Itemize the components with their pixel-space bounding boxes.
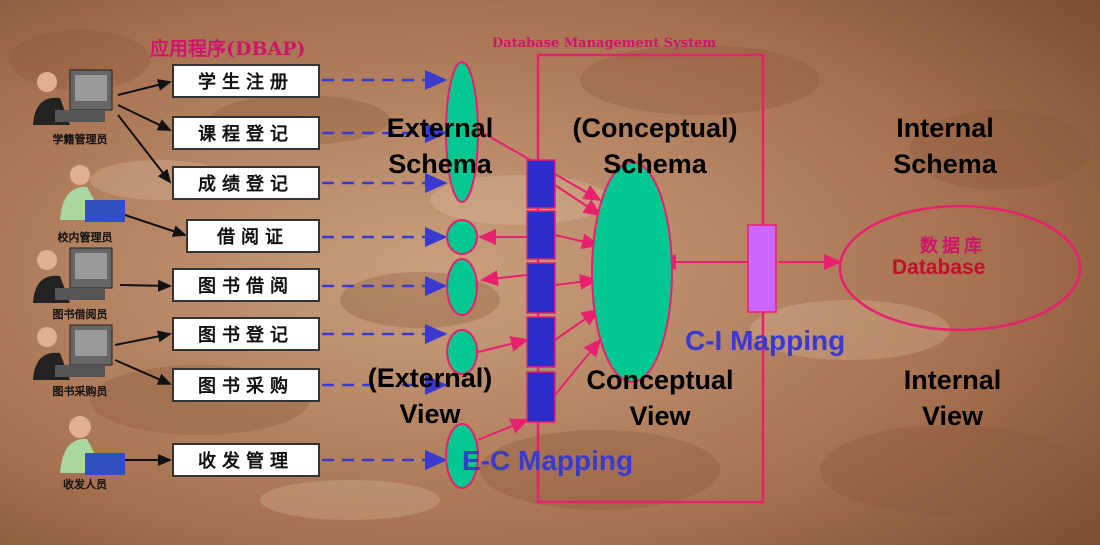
app-box: 借阅证	[186, 219, 320, 253]
external-view-label: (External)View	[367, 363, 493, 429]
app-box: 学生注册	[172, 64, 320, 98]
role-label: 校内管理员	[57, 231, 113, 244]
conceptual-schema-label: (Conceptual)Schema	[572, 113, 738, 179]
app-box: 图书登记	[172, 317, 320, 351]
user-icons	[33, 69, 125, 475]
laptop-user-icon	[60, 416, 125, 475]
laptop-user-icon	[60, 165, 125, 222]
database-en-label: Database	[892, 256, 986, 279]
app-box: 图书借阅	[172, 268, 320, 302]
ec-mapping-label: E-C Mapping	[462, 445, 634, 476]
computer-user-icon	[33, 324, 113, 380]
role-label: 学籍管理员	[52, 133, 108, 146]
conceptual-schema-ellipse	[591, 161, 673, 383]
computer-user-icon	[33, 247, 113, 303]
app-title: 应用程序(DBAP)	[150, 38, 306, 60]
role-label: 图书采购员	[52, 385, 108, 398]
ec-mapping-boxes	[526, 159, 556, 423]
computer-user-icon	[33, 69, 113, 125]
app-box: 图书采购	[172, 368, 320, 402]
dbms-title: Database Management System	[492, 36, 717, 51]
ci-mapping-box	[747, 224, 777, 313]
app-schema-dashed-arrows	[322, 70, 448, 470]
database-ellipse	[838, 204, 1082, 332]
user-app-arrows	[114, 79, 187, 466]
external-schema-ellipses	[445, 61, 479, 489]
database-cn-label: 数据库	[920, 236, 986, 257]
role-label: 收发人员	[63, 478, 107, 491]
ci-mapping-label: C-I Mapping	[685, 325, 846, 356]
app-box: 课程登记	[172, 116, 320, 150]
role-label: 图书借阅员	[52, 308, 108, 321]
app-box: 收发管理	[172, 443, 320, 477]
app-box: 成绩登记	[172, 166, 320, 200]
